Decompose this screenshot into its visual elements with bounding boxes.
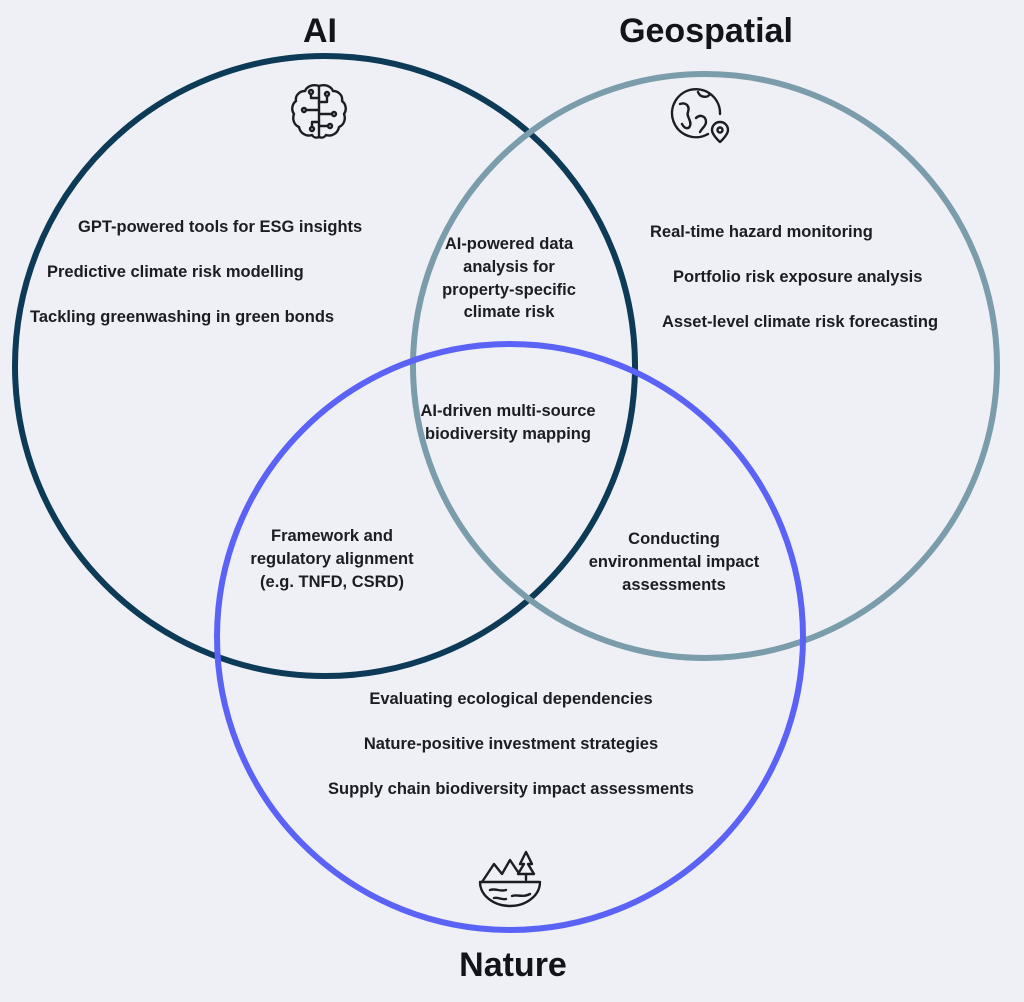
globe-location-icon <box>670 88 730 144</box>
nature-item: Evaluating ecological dependencies <box>369 690 653 708</box>
all-three-line: biodiversity mapping <box>425 424 591 443</box>
region-geospatial-only: Real-time hazard monitoring Portfolio ri… <box>650 223 938 331</box>
nature-item: Supply chain biodiversity impact assessm… <box>328 780 694 799</box>
region-all-three: AI-driven multi-source biodiversity mapp… <box>420 400 595 446</box>
region-ai-nature: Framework and regulatory alignment (e.g.… <box>250 525 413 593</box>
set-title-nature: Nature <box>459 946 567 984</box>
geo-item: Real-time hazard monitoring <box>650 223 873 241</box>
all-three-line: AI-driven multi-source <box>420 402 596 420</box>
ai-geo-line: AI-powered data <box>444 235 574 253</box>
region-ai-only: GPT-powered tools for ESG insights Predi… <box>30 218 362 326</box>
geo-nature-line: environmental impact <box>588 552 760 571</box>
ai-nature-line: (e.g. TNFD, CSRD) <box>260 572 404 591</box>
set-title-ai: AI <box>303 12 337 50</box>
region-nature-only: Evaluating ecological dependencies Natur… <box>328 690 694 798</box>
ai-geo-line: climate risk <box>463 303 555 322</box>
region-geospatial-nature: Conducting environmental impact assessme… <box>589 528 760 596</box>
ai-item: GPT-powered tools for ESG insights <box>78 218 363 236</box>
circle-geospatial <box>410 71 1000 661</box>
circle-nature <box>214 341 806 933</box>
ai-item: Tackling greenwashing in green bonds <box>30 308 335 327</box>
set-title-geospatial: Geospatial <box>619 12 793 50</box>
geo-item: Asset-level climate risk forecasting <box>662 313 939 332</box>
region-ai-geospatial: AI-powered data analysis for property-sp… <box>442 233 576 324</box>
geo-nature-line: Conducting <box>628 530 720 548</box>
ai-geo-line: analysis for <box>463 257 555 276</box>
brain-circuit-icon <box>291 84 347 139</box>
ai-nature-line: regulatory alignment <box>250 549 414 568</box>
circle-ai <box>12 53 638 679</box>
geo-item: Portfolio risk exposure analysis <box>673 268 923 287</box>
ai-item: Predictive climate risk modelling <box>47 263 304 282</box>
ai-nature-line: Framework and <box>271 527 393 545</box>
ai-geo-line: property-specific <box>442 280 576 299</box>
landscape-tree-icon <box>478 850 542 908</box>
nature-item: Nature-positive investment strategies <box>363 735 659 754</box>
geo-nature-line: assessments <box>622 575 726 594</box>
